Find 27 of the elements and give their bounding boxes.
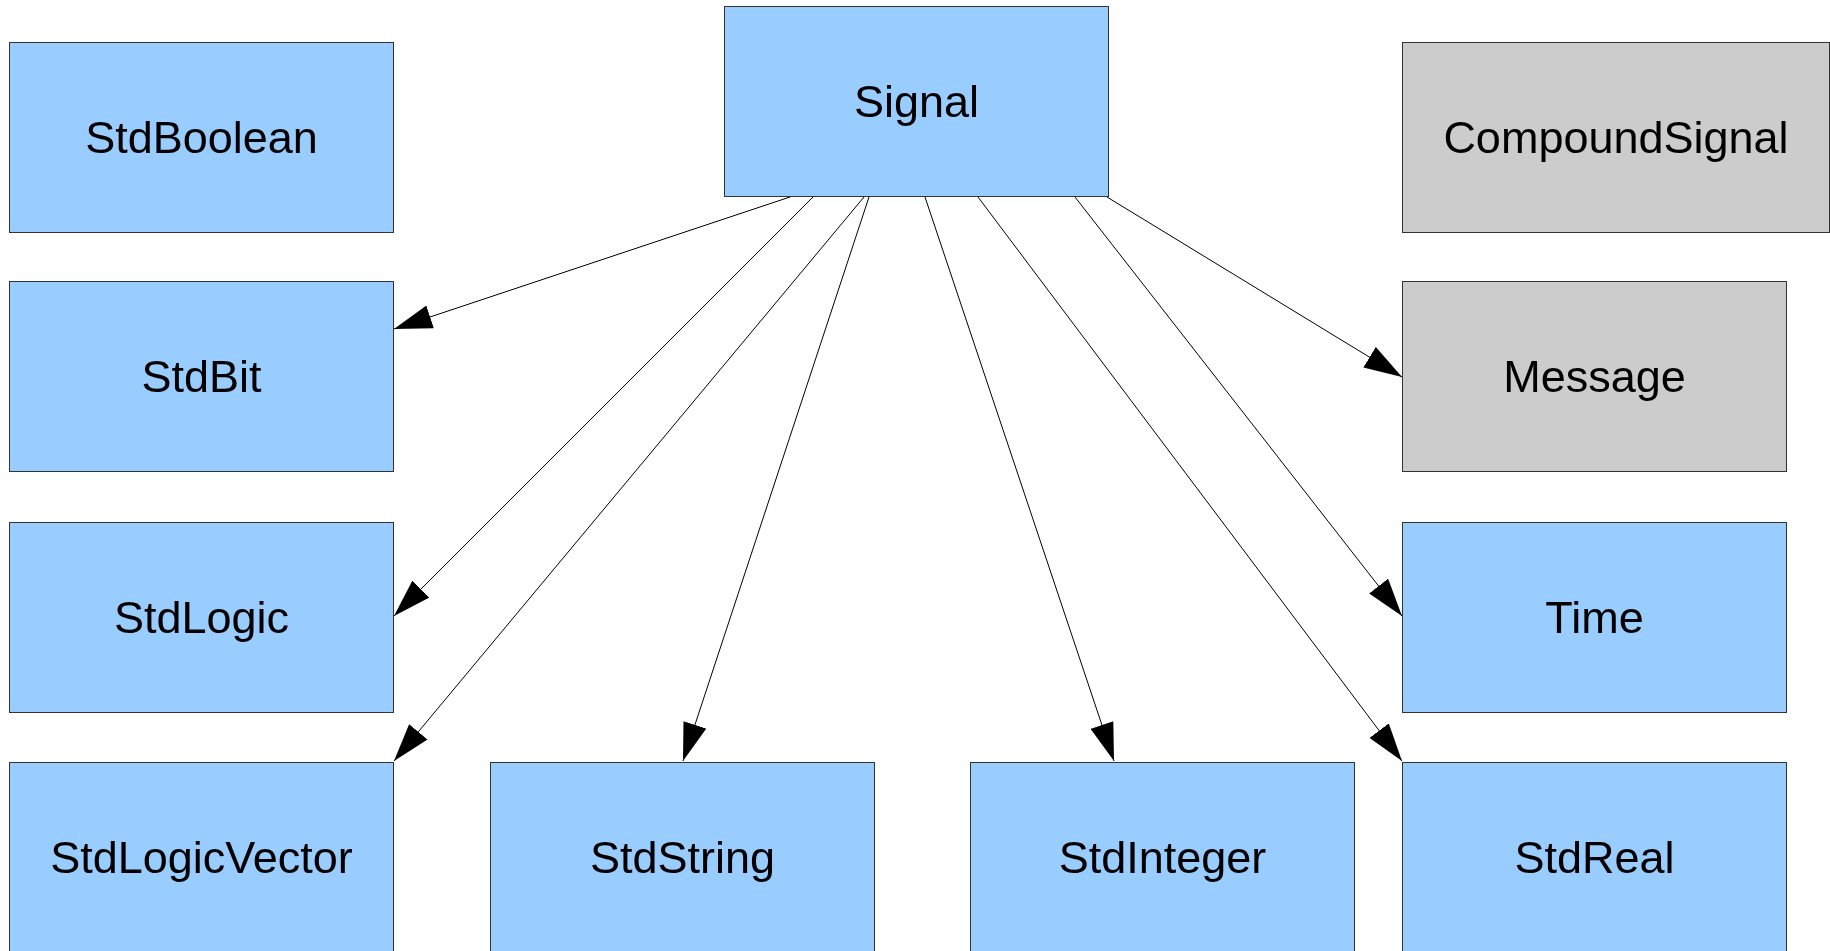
- class-box: [9, 762, 394, 951]
- class-box: [1402, 522, 1787, 713]
- arrow: [393, 196, 865, 762]
- class-name: StdBoolean: [85, 111, 318, 164]
- class-box: [1402, 42, 1830, 233]
- arrow: [393, 196, 814, 617]
- class-name: StdBit: [141, 350, 262, 403]
- class-box: [9, 522, 394, 713]
- arrow: [1106, 196, 1403, 378]
- class-name: StdLogicVector: [50, 831, 353, 884]
- class-name: StdLogic: [113, 591, 290, 644]
- arrow: [1074, 196, 1403, 617]
- class-name: Signal: [853, 75, 980, 128]
- class-box: [970, 762, 1355, 951]
- class-name: StdReal: [1514, 831, 1675, 884]
- class-box: [1402, 281, 1787, 472]
- class-box: [9, 42, 394, 233]
- class-box: [1402, 762, 1787, 951]
- class-box: [724, 6, 1109, 197]
- class-box: [9, 281, 394, 472]
- class-box: [490, 762, 875, 951]
- class-name: StdInteger: [1058, 831, 1267, 884]
- class-name: CompoundSignal: [1443, 111, 1789, 164]
- class-name: Message: [1503, 350, 1686, 403]
- arrow: [977, 196, 1403, 762]
- class-name: Time: [1545, 591, 1644, 644]
- class-name: StdString: [589, 831, 776, 884]
